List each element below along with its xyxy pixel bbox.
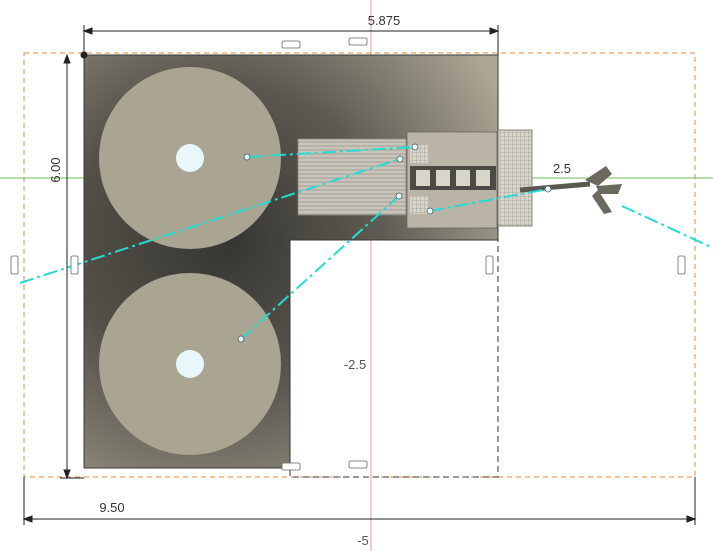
axis-label-center: -2.5 <box>344 357 366 372</box>
dim-left-height[interactable]: 6.00 <box>48 157 63 182</box>
gripper-arm[interactable] <box>519 166 622 214</box>
disk-bottom-hole <box>176 350 204 378</box>
disk-top-hole <box>176 144 204 172</box>
axis-label-bottom: -5 <box>357 533 369 548</box>
constraint-marker-icon[interactable] <box>10 37 686 471</box>
dim-bottom-width[interactable]: 9.50 <box>99 500 124 515</box>
connector-lines[interactable] <box>19 146 713 340</box>
grid-block[interactable] <box>497 129 533 227</box>
sketch-outline[interactable] <box>289 240 499 478</box>
outer-boundary[interactable] <box>23 52 696 478</box>
dimension-lines[interactable] <box>22 25 697 525</box>
connector-points[interactable] <box>237 143 552 343</box>
dim-top-width[interactable]: 5.875 <box>368 13 401 28</box>
dim-right-small[interactable]: 2.5 <box>553 161 571 176</box>
roller-assembly[interactable] <box>410 145 496 214</box>
